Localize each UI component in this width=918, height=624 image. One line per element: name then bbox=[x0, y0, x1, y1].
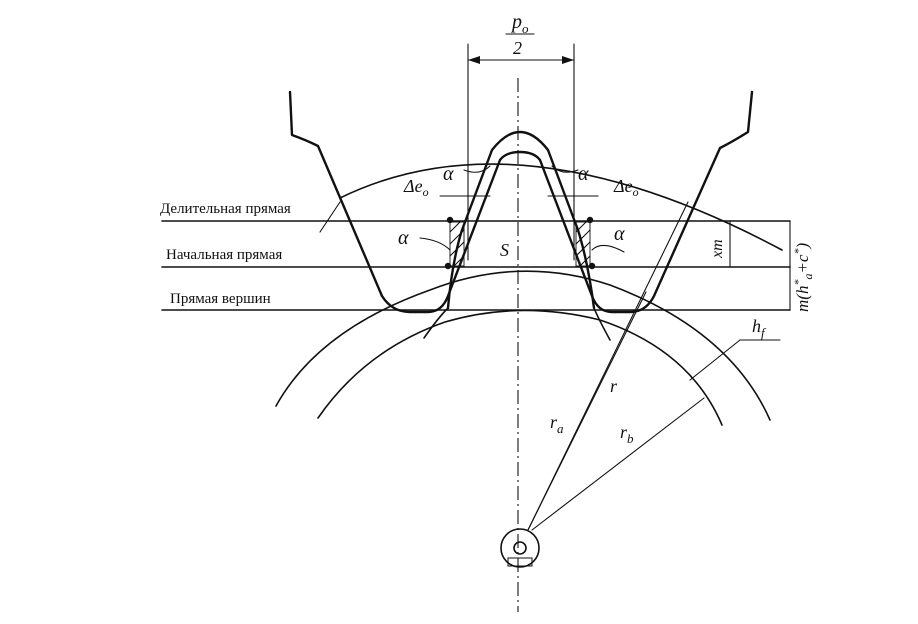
addendum-circle-arc bbox=[339, 163, 783, 251]
delta-e-left-label: Δeo bbox=[403, 176, 429, 199]
alpha-label-top-right: α bbox=[578, 163, 589, 185]
root-circle-arc bbox=[275, 270, 771, 421]
alpha-arc-top-right bbox=[551, 165, 579, 173]
pitch-arrow-right bbox=[562, 56, 574, 64]
hf-leader bbox=[689, 339, 741, 381]
alpha-label-top-left: α bbox=[443, 163, 454, 185]
tip-line-label: Прямая вершин bbox=[170, 291, 271, 307]
point-left-lower bbox=[444, 262, 452, 270]
alpha-arc-mid-left bbox=[419, 237, 451, 251]
pitch-label-leader bbox=[319, 201, 341, 233]
radius-rb-label: rb bbox=[620, 422, 634, 446]
xm-label: xm bbox=[709, 239, 726, 259]
tooth-fillet-left bbox=[423, 307, 449, 339]
m-expr-label: m(h*a+c*) bbox=[791, 243, 815, 312]
radius-ra bbox=[527, 291, 647, 531]
s-label: S bbox=[500, 240, 509, 260]
alpha-label-mid-right: α bbox=[614, 223, 625, 245]
pitch-arrow-left bbox=[468, 56, 480, 64]
gear-center-inner bbox=[513, 541, 527, 555]
delta-e-right-label: Δeo bbox=[613, 176, 639, 199]
base-circle-arc bbox=[317, 309, 723, 426]
hatch-lines bbox=[449, 221, 591, 267]
radius-r-label: r bbox=[610, 376, 618, 396]
point-right-upper bbox=[586, 216, 594, 224]
alpha-label-mid-left: α bbox=[398, 227, 409, 249]
hf-label: hf bbox=[752, 316, 767, 340]
radius-rb bbox=[531, 397, 705, 531]
radius-ra-label: ra bbox=[550, 412, 564, 436]
gear-tooth-profile bbox=[446, 130, 596, 310]
rack-profile bbox=[288, 90, 754, 314]
alpha-arc-top-left bbox=[463, 165, 491, 173]
initial-line-label: Начальная прямая bbox=[166, 247, 282, 263]
pitch-top-label: po bbox=[510, 11, 529, 36]
pitch-bottom-label: 2 bbox=[513, 38, 522, 58]
point-right-lower bbox=[588, 262, 596, 270]
pitch-line-label: Делительная прямая bbox=[160, 201, 291, 217]
point-left-upper bbox=[446, 216, 454, 224]
tooth-fillet-right bbox=[593, 307, 611, 341]
gear-center-outer bbox=[500, 528, 540, 568]
alpha-arc-mid-right bbox=[591, 244, 625, 253]
gear-center-support bbox=[507, 557, 533, 567]
